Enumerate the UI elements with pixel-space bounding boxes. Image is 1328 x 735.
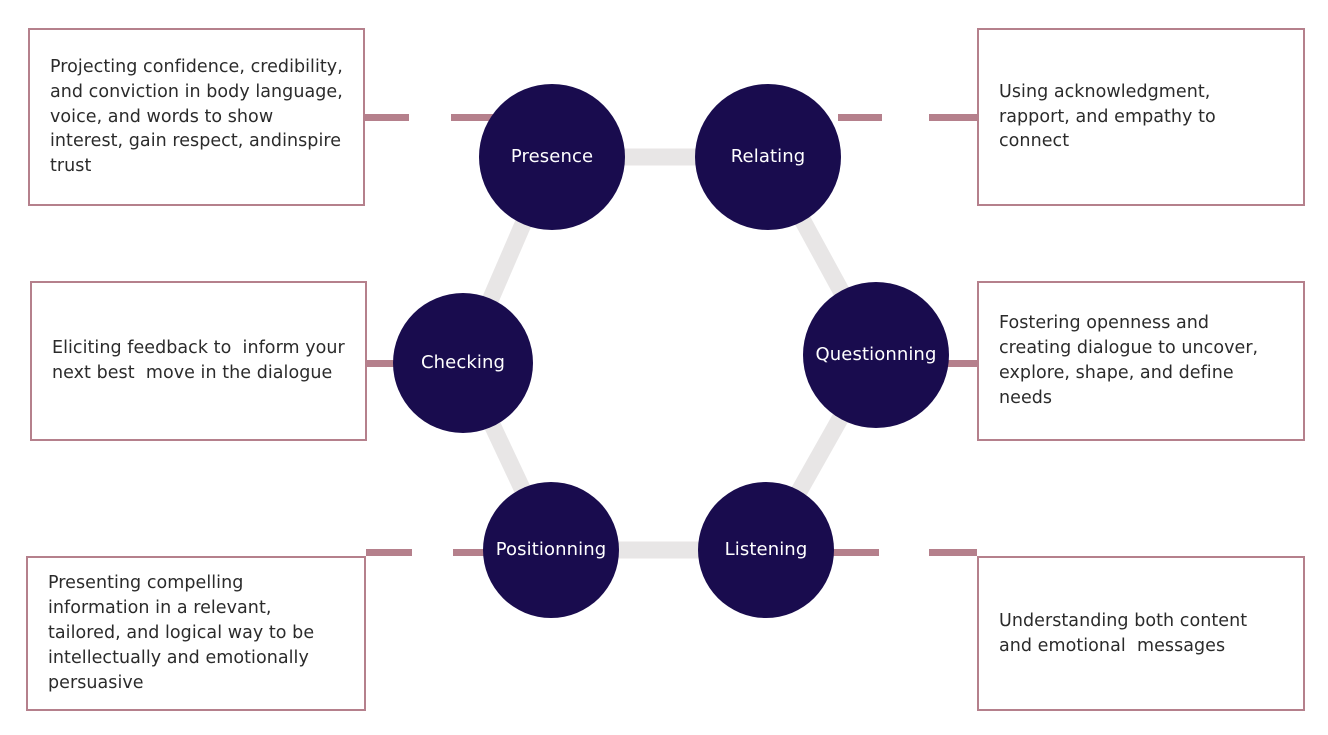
description-text-positionning: Presenting compelling information in a r… — [48, 573, 320, 693]
connector-stub-positionning-a — [366, 549, 412, 556]
description-text-checking: Eliciting feedback to inform your next b… — [52, 338, 351, 383]
description-box-relating: Using acknowledgment, rapport, and empat… — [977, 28, 1305, 206]
node-questionning[interactable]: Questionning — [803, 282, 949, 428]
description-box-checking: Eliciting feedback to inform your next b… — [30, 281, 367, 441]
node-label-listening: Listening — [724, 539, 808, 560]
connector-stub-relating-b — [929, 114, 977, 121]
node-label-questionning: Questionning — [815, 344, 937, 365]
connector-stub-presence-a — [365, 114, 409, 121]
node-label-positionning: Positionning — [495, 539, 607, 560]
connector-stub-listening-b — [929, 549, 977, 556]
connector-stub-positionning-b — [453, 549, 497, 556]
description-text-questionning: Fostering openness and creating dialogue… — [999, 313, 1264, 408]
node-presence[interactable]: Presence — [479, 84, 625, 230]
connector-stub-questionning — [944, 360, 977, 367]
description-box-listening: Understanding both content and emotional… — [977, 556, 1305, 711]
description-text-listening: Understanding both content and emotional… — [999, 610, 1253, 656]
node-label-presence: Presence — [510, 146, 594, 167]
node-label-checking: Checking — [420, 352, 505, 373]
node-listening[interactable]: Listening — [698, 482, 834, 618]
node-checking[interactable]: Checking — [393, 293, 533, 433]
connector-stub-listening-a — [833, 549, 879, 556]
connector-stub-relating-a — [838, 114, 882, 121]
node-relating[interactable]: Relating — [695, 84, 841, 230]
description-box-positionning: Presenting compelling information in a r… — [26, 556, 366, 711]
description-text-relating: Using acknowledgment, rapport, and empat… — [999, 81, 1222, 152]
node-positionning[interactable]: Positionning — [483, 482, 619, 618]
connector-stub-checking — [367, 360, 399, 367]
connector-stub-presence-b — [451, 114, 495, 121]
description-box-questionning: Fostering openness and creating dialogue… — [977, 281, 1305, 441]
description-text-presence: Projecting confidence, credibility, and … — [50, 56, 349, 177]
description-box-presence: Projecting confidence, credibility, and … — [28, 28, 365, 206]
node-label-relating: Relating — [730, 146, 806, 167]
